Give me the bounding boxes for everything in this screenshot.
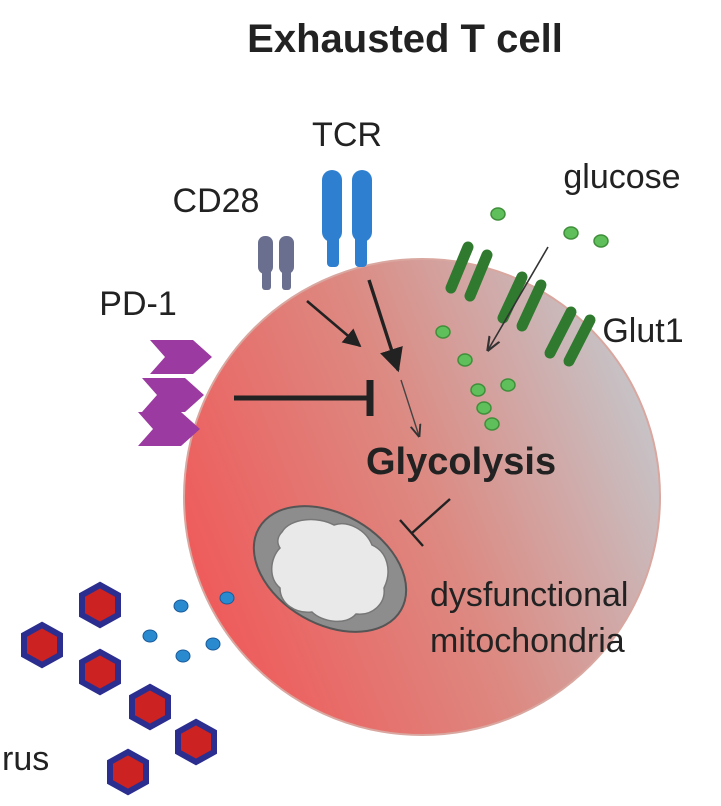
- virus-label: rus: [2, 740, 49, 778]
- pd1-inhibition-line: [234, 380, 374, 416]
- glucose-molecules: [435, 207, 609, 431]
- glut1-label: Glut1: [602, 312, 683, 350]
- glucose-label: glucose: [563, 158, 680, 196]
- glycolysis-label: Glycolysis: [366, 441, 556, 483]
- diagram-title: Exhausted T cell: [247, 17, 563, 61]
- mitochondria-inhibition-line: [399, 498, 451, 547]
- cd28-label: CD28: [173, 182, 260, 220]
- virus-particles: [21, 581, 217, 796]
- tcr-receptor: [322, 170, 372, 267]
- pd1-label: PD-1: [99, 285, 176, 323]
- viral-antigen-particles: [142, 591, 235, 663]
- tcr-label: TCR: [312, 116, 382, 154]
- pd1-receptor: [138, 340, 212, 446]
- signal-to-glycolysis-arrow: [400, 379, 419, 436]
- glucose-arrow: [488, 246, 549, 350]
- tcr-arrow: [367, 279, 403, 373]
- glut1-transporters: [445, 241, 596, 367]
- dysfunctional-mitochondria: [252, 505, 408, 633]
- cd28-arrow: [306, 300, 362, 348]
- mitochondria-label-line1: dysfunctional: [430, 576, 628, 614]
- mitochondria-label-line2: mitochondria: [430, 622, 625, 660]
- cd28-receptor: [258, 236, 294, 290]
